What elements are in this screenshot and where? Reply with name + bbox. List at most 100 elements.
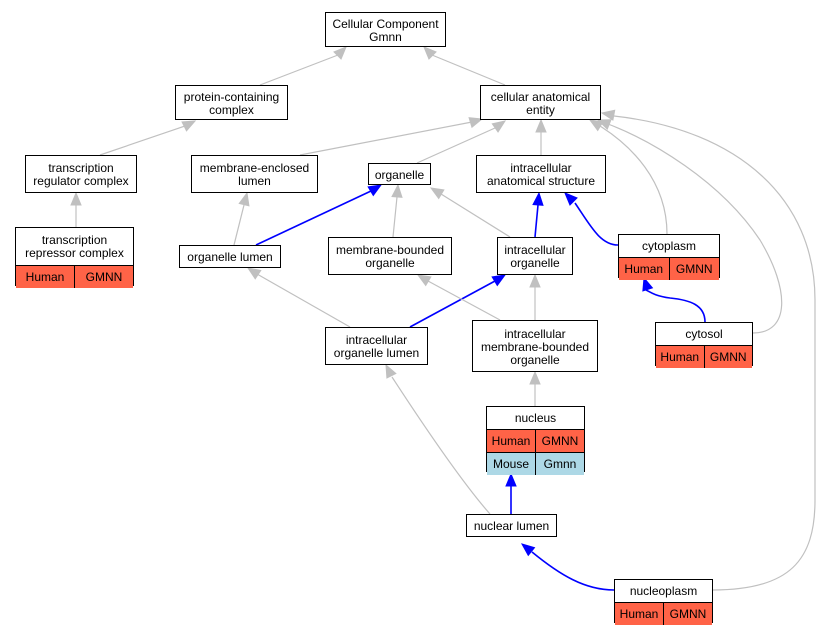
edge-part-of [645, 289, 706, 323]
annotation-row-human: Human GMNN [487, 429, 584, 452]
node-nuclear-lumen[interactable]: nuclear lumen [466, 514, 557, 537]
edge-is-a [233, 204, 245, 246]
arrowhead-part-of [532, 191, 544, 206]
edge-is-a [299, 121, 473, 156]
arrowhead-is-a [596, 119, 612, 130]
edge-is-a [599, 125, 668, 235]
species-cell: Human [16, 266, 74, 288]
gene-cell: GMNN [703, 346, 752, 368]
node-organelle[interactable]: organelle [368, 163, 431, 185]
edge-part-of [534, 204, 539, 238]
arrowhead-is-a [535, 118, 547, 133]
annotation-row-human: Human GMNN [16, 265, 133, 288]
edge-part-of [409, 280, 496, 328]
arrowhead-is-a [588, 119, 604, 132]
arrowhead-part-of [642, 276, 654, 292]
gene-cell: Gmnn [535, 453, 584, 475]
node-cytosol[interactable]: cytosol Human GMNN [655, 322, 753, 368]
species-cell: Human [656, 346, 704, 368]
arrowhead-is-a [181, 120, 197, 132]
arrowhead-is-a [391, 183, 403, 198]
edge-is-a [391, 376, 491, 515]
edge-is-a [431, 54, 506, 86]
arrowhead-is-a [238, 191, 250, 207]
arrowhead-is-a [416, 274, 432, 287]
edge-is-a [392, 196, 398, 238]
node-label: cytoplasm [641, 238, 697, 253]
edge-part-of [255, 190, 372, 246]
gene-cell: GMNN [663, 603, 712, 625]
arrowhead-is-a [429, 187, 445, 200]
edge-is-a [416, 127, 496, 164]
arrowhead-is-a [385, 363, 397, 379]
arrowhead-is-a [333, 46, 347, 60]
gene-cell: GMNN [535, 430, 584, 452]
arrowhead-is-a [491, 120, 507, 133]
edge-is-a [607, 123, 783, 334]
node-label: nuclear lumen [473, 519, 550, 533]
species-cell: Human [615, 603, 663, 625]
arrowhead-is-a [529, 370, 541, 385]
gene-cell: GMNN [668, 258, 719, 280]
node-cytoplasm[interactable]: cytoplasm Human GMNN [618, 234, 720, 280]
node-nucleus[interactable]: nucleus Human GMNN Mouse Gmnn [486, 406, 585, 475]
arrowhead-part-of [520, 543, 536, 557]
arrowhead-part-of [491, 274, 507, 287]
gene-cell: GMNN [74, 266, 133, 288]
arrowhead-part-of [505, 472, 517, 487]
arrowhead-is-a [423, 46, 437, 60]
edge-part-of [531, 551, 615, 591]
annotation-row-human: Human GMNN [615, 602, 712, 625]
species-cell: Human [487, 430, 535, 452]
node-nucleoplasm[interactable]: nucleoplasm Human GMNN [614, 579, 713, 625]
annotation-row-mouse: Mouse Gmnn [487, 452, 584, 475]
node-organelle-lumen[interactable]: organelle lumen [179, 245, 281, 268]
edge-is-a [440, 193, 511, 238]
species-cell: Human [619, 258, 669, 280]
arrowhead-is-a [600, 109, 616, 121]
arrowhead-part-of [367, 184, 383, 197]
node-label: nucleoplasm [629, 583, 698, 598]
edge-is-a [99, 125, 186, 156]
node-label: organelle lumen [187, 250, 273, 264]
annotation-row-human: Human GMNN [619, 257, 719, 280]
edge-is-a [427, 280, 501, 321]
arrowhead-part-of [564, 192, 578, 206]
arrowhead-is-a [246, 267, 262, 280]
species-cell: Mouse [487, 453, 535, 475]
node-label: cytosol [685, 326, 723, 341]
node-label: nucleus [514, 410, 557, 425]
edge-is-a [259, 54, 339, 86]
edge-part-of [574, 202, 619, 246]
annotation-row-human: Human GMNN [656, 345, 752, 368]
node-label: organelle [374, 167, 425, 182]
edge-is-a [613, 115, 816, 591]
arrowhead-is-a [468, 117, 484, 129]
arrowhead-is-a [70, 191, 82, 206]
arrowhead-is-a [529, 273, 541, 288]
